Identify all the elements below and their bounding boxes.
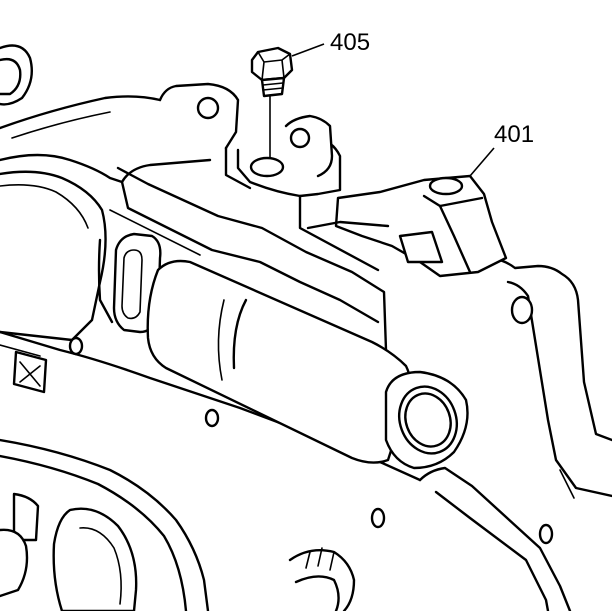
bolt-405 [250,46,294,158]
callout-label-405: 405 [330,29,370,56]
case-holes [12,295,554,545]
callout-label-401: 401 [494,121,534,148]
upper-left-component [0,44,162,139]
bolt-mounting-boss [158,82,380,272]
transmission-case-body [0,153,612,611]
bracket-401 [306,174,508,278]
callout-leaders [291,43,495,177]
lower-case-casting [0,438,356,611]
accumulator-cylinder [112,232,469,470]
